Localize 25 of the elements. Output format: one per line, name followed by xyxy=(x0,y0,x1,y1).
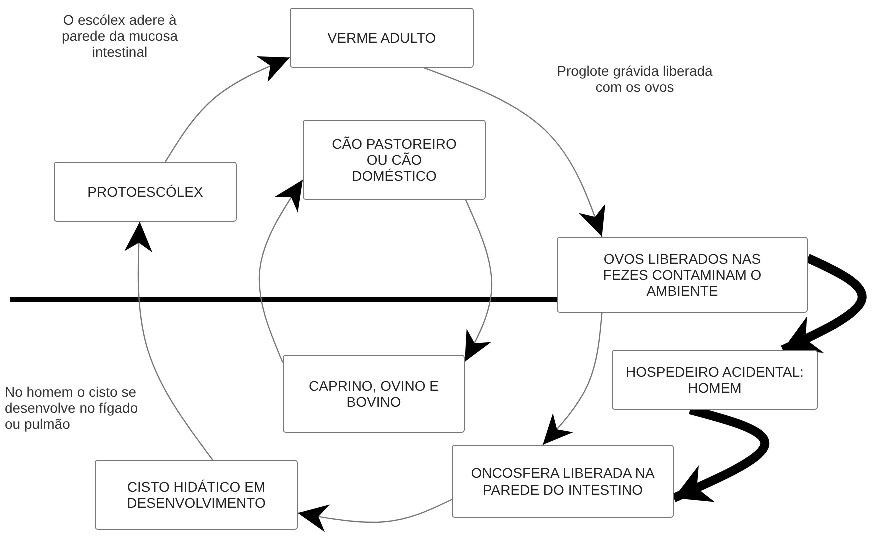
stage-box xyxy=(95,460,298,530)
stage-box xyxy=(283,355,465,433)
stage-box xyxy=(290,8,474,68)
stage-text: ONCOSFERA LIBERADA NA PAREDE DO INTESTINO xyxy=(470,465,656,498)
stage-text: OVOS LIBERADOS NAS FEZES CONTAMINAM O AMBIENTE xyxy=(602,250,763,300)
stage-box xyxy=(452,445,674,518)
edge-label: Proglote grávida liberada com os ovos xyxy=(555,63,715,96)
stage-box xyxy=(612,350,818,410)
arrow xyxy=(298,499,452,532)
stage-text: PROTOESCÓLEX xyxy=(88,184,204,200)
arrow xyxy=(424,67,606,238)
arrow xyxy=(464,200,493,362)
stage-text: CAPRINO, OVINO E BOVINO xyxy=(308,378,440,410)
stage-text: CÃO PASTOREIRO OU CÃO DOMÉSTICO xyxy=(331,136,458,184)
arrow xyxy=(542,312,603,446)
stage-box xyxy=(303,120,486,200)
stage-text: HOSPEDEIRO ACIDENTAL: HOMEM xyxy=(625,364,805,396)
stage-text: CISTO HIDÁTICO EM DESENVOLVIMENTO xyxy=(126,478,267,512)
stage-box xyxy=(557,237,808,313)
stage-text: VERME ADULTO xyxy=(328,30,436,46)
arrow xyxy=(258,180,304,364)
arrow xyxy=(165,56,290,162)
stage-box xyxy=(54,162,237,222)
arrow xyxy=(781,254,867,354)
arrow xyxy=(124,222,214,460)
